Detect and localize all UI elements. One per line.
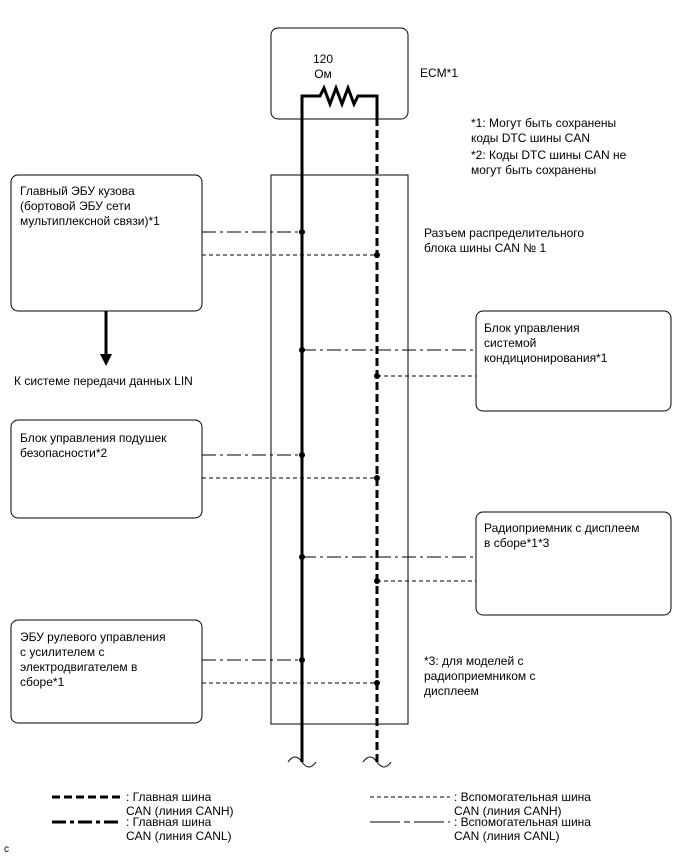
legend-main-canl-text: : Главная шина CAN (линия CANL) [126,815,232,843]
junction-dot [374,252,380,258]
junction-dot [299,452,305,458]
note-2: *2: Коды DTC шины CAN не могут быть сохр… [471,148,627,177]
ecm-label: ECM*1 [420,66,459,80]
can-junction-connector-box [270,174,409,725]
ac-control-label: Блок управления системой кондиционирован… [484,321,608,365]
junction-dot [299,229,305,235]
corner-mark: c [4,844,9,855]
junction-dot [374,373,380,379]
radio-display-label: Радиоприемник с дисплеем в сборе*1*3 [484,521,640,550]
junction-dot [299,554,305,560]
note-3: *3: для моделей с радиоприемником с дисп… [424,654,536,698]
eps-ecu-box [10,619,203,724]
note-1: *1: Могут быть сохранены коды DTC шины C… [471,116,617,145]
eps-ecu-label: ЭБУ рулевого управления с усилителем с э… [20,630,166,689]
airbag-control-label: Блок управления подушек безопасности*2 [20,431,167,460]
connector-label: Разъем распределительного блока шины CAN… [424,226,585,255]
bus-break-canl [287,756,317,768]
airbag-control-box [10,419,203,519]
ac-control-box [475,310,672,412]
legend-sub-canl-text: : Вспомогательная шина CAN (линия CANL) [454,815,591,843]
junction-dot [374,475,380,481]
body-ecu-label: Главный ЭБУ кузова (бортовой ЭБУ сети му… [20,184,160,228]
junction-dot [374,680,380,686]
terminating-resistor [300,83,379,118]
bus-break-canh [362,756,392,768]
junction-dot [299,347,305,353]
junction-dot [374,578,380,584]
ecm-box [270,27,409,120]
legend-sub-canh-text: : Вспомогательная шина CAN (линия CANH) [454,790,591,818]
resistor-label: 120 Ом [313,52,334,81]
radio-display-box [475,511,672,616]
legend-main-canh-text: : Главная шина CAN (линия CANH) [126,790,234,818]
junction-dot [299,657,305,663]
lin-arrow-head [100,354,112,366]
lin-label: К системе передачи данных LIN [14,374,193,388]
